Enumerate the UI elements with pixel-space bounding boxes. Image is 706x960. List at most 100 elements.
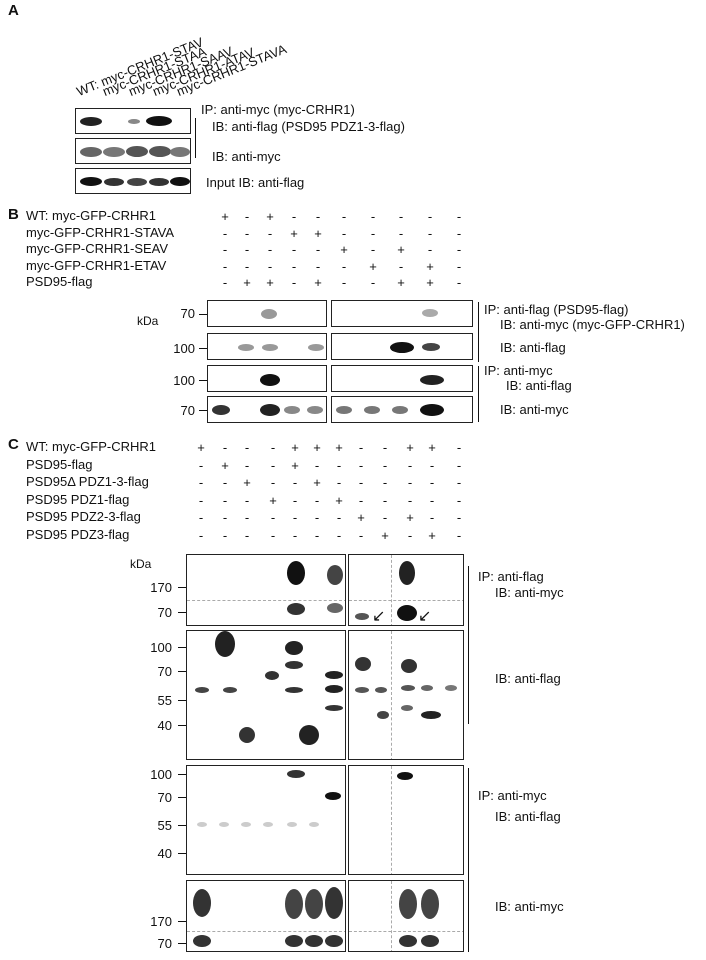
c-sign-r4-c3: - (244, 492, 250, 508)
b-mw-1: 70 (180, 306, 195, 321)
blot-c-3-left (186, 765, 346, 875)
c-sign-r5-c2: - (222, 510, 228, 525)
b-sign-r1-c5: - (315, 209, 321, 224)
b-sign-r3-c6: + (340, 242, 348, 257)
c-tick4-1 (178, 921, 186, 922)
c-sign-r4-c7: + (335, 492, 343, 508)
c-sign-r6-c9: + (381, 527, 389, 543)
c-sign-r3-c6: + (313, 475, 321, 490)
c-sign-r3-c10: - (407, 475, 413, 490)
c-sign-r1-c3: - (244, 440, 250, 455)
blot-c-1-right (348, 554, 464, 626)
b-sign-r4-c7: + (369, 258, 377, 274)
blot-c-2-right (348, 630, 464, 760)
c-ip-flag-label: IP: anti-flag (478, 569, 544, 584)
c-mw4-70: 70 (157, 936, 172, 951)
c-sign-r2-c3: - (244, 457, 250, 473)
c-sign-r4-c11: - (429, 492, 435, 508)
c-sign-r1-c6: + (313, 440, 321, 455)
c-sign-r3-c2: - (222, 475, 228, 490)
c-tick3-3 (178, 825, 186, 826)
b-sign-r2-c1: - (222, 225, 228, 241)
b-sign-r2-c6: - (341, 225, 347, 241)
c-ib-flag-label: IB: anti-flag (495, 671, 561, 686)
c-sign-r2-c2: + (221, 457, 229, 473)
b-sign-r2-c4: + (290, 225, 298, 241)
c-row-label-4: PSD95 PDZ1-flag (26, 491, 130, 507)
c-sign-r6-c2: - (222, 527, 228, 543)
b-sign-r3-c2: - (244, 242, 250, 257)
b-sign-r5-c3: + (266, 275, 274, 290)
b-sign-r2-c3: - (267, 225, 273, 241)
b-sign-r5-c2: + (243, 275, 251, 290)
b-sign-r3-c3: - (267, 242, 273, 257)
b-sign-r1-c9: - (427, 209, 433, 224)
c-sign-r6-c11: + (428, 527, 436, 543)
c-bracket-2 (468, 768, 469, 952)
c-sign-r2-c4: - (270, 457, 276, 473)
blot-b-2-right (331, 333, 473, 360)
c-sign-r5-c6: - (314, 510, 320, 525)
c-sign-r2-c7: - (336, 457, 342, 473)
c-sign-r3-c8: - (358, 475, 364, 490)
c-mw3-100: 100 (150, 767, 172, 782)
c-sign-r6-c10: - (407, 527, 413, 543)
blot-a-flag (75, 108, 191, 134)
c-mw3-70: 70 (157, 790, 172, 805)
c-sign-r3-c5: - (292, 475, 298, 490)
c-sign-r2-c9: - (382, 457, 388, 473)
c-sign-r5-c3: - (244, 510, 250, 525)
c-sign-r1-c8: - (358, 440, 364, 455)
blot-a-input (75, 168, 191, 194)
b-bracket-1 (478, 302, 479, 362)
c-sign-r2-c12: - (456, 457, 462, 473)
b-sign-r3-c7: - (370, 242, 376, 257)
c-tick1-1 (178, 587, 186, 588)
a-ip-label: IP: anti-myc (myc-CRHR1) (201, 102, 355, 117)
c-sign-r1-c12: - (456, 440, 462, 455)
c-row-label-6: PSD95 PDZ3-flag (26, 526, 130, 542)
b-sign-r2-c10: - (456, 225, 462, 241)
b-sign-r4-c5: - (315, 258, 321, 274)
c-sign-r2-c5: + (291, 457, 299, 473)
blot-c-2-left (186, 630, 346, 760)
c-sign-r4-c8: - (358, 492, 364, 508)
b-ip-flag-label: IP: anti-flag (PSD95-flag) (484, 302, 629, 317)
c-mw2-55: 55 (157, 693, 172, 708)
blot-c-3-right (348, 765, 464, 875)
b-ip-myc-label: IP: anti-myc (484, 363, 553, 378)
b-ib-flag-label: IB: anti-flag (500, 340, 566, 355)
b-sign-r1-c2: - (244, 209, 250, 224)
c-mw4-170: 170 (150, 914, 172, 929)
b-sign-r4-c4: - (291, 258, 297, 274)
c-mw3-40: 40 (157, 846, 172, 861)
c-sign-r1-c11: + (428, 440, 436, 455)
b-tick-3 (199, 380, 207, 381)
c-tick2-3 (178, 700, 186, 701)
b-sign-r4-c8: - (398, 258, 404, 274)
c-sign-r2-c1: - (198, 457, 204, 473)
c-tick2-1 (178, 647, 186, 648)
c-sign-r6-c8: - (358, 527, 364, 543)
c-sign-r5-c5: - (292, 510, 298, 525)
blot-b-3-right (331, 365, 473, 392)
b-sign-r5-c4: - (291, 275, 297, 290)
c-mw1-70: 70 (157, 605, 172, 620)
c-sign-r2-c11: - (429, 457, 435, 473)
blot-c-1-left (186, 554, 346, 626)
b-sign-r2-c8: - (398, 225, 404, 241)
a-ib-flag-label: IB: anti-flag (PSD95 PDZ1-3-flag) (212, 119, 405, 134)
c-sign-r5-c11: - (429, 510, 435, 525)
c-mw2-40: 40 (157, 718, 172, 733)
c-ib-myc-label: IB: anti-myc (495, 585, 564, 600)
c-ip-myc-label: IP: anti-myc (478, 788, 547, 803)
c-row-label-3: PSD95Δ PDZ1-3-flag (26, 474, 149, 489)
c-sign-r1-c1: + (197, 440, 205, 455)
c-sign-r2-c6: - (314, 457, 320, 473)
b-sign-r5-c6: - (341, 275, 347, 290)
b-mw-3: 100 (173, 373, 195, 388)
b-ib-myc-full-label: IB: anti-myc (myc-GFP-CRHR1) (500, 317, 685, 332)
b-tick-2 (199, 348, 207, 349)
c-kda: kDa (130, 557, 152, 571)
blot-c-4-right (348, 880, 464, 952)
